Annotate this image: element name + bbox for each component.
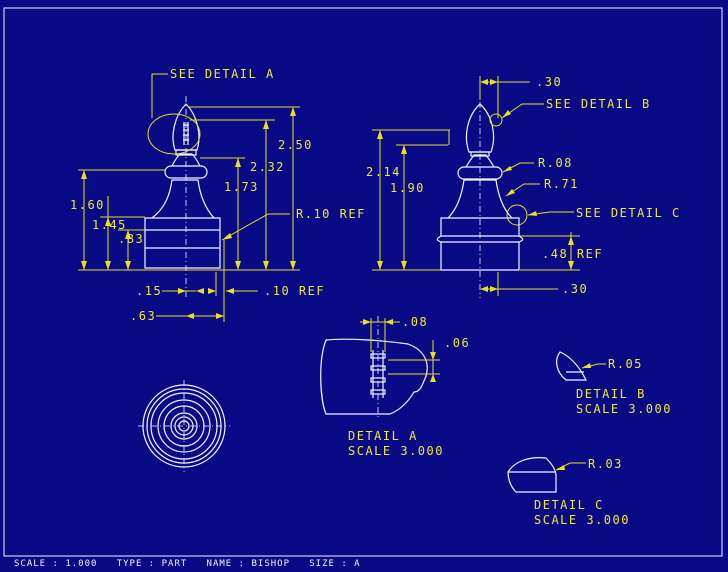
dim-2-14: 2.14 [366, 165, 401, 179]
dim-1-45: 1.45 [92, 218, 127, 232]
dim-2-32: 2.32 [250, 160, 285, 174]
dim-r10-ref: R.10 REF [296, 207, 366, 221]
detail-b-scale: SCALE 3.000 [576, 402, 672, 416]
dim-r71: R.71 [544, 177, 579, 191]
dim-0-63: .63 [130, 309, 156, 323]
detail-c-title: DETAIL C [534, 498, 604, 512]
status-bar: SCALE : 1.000 TYPE : PART NAME : BISHOP … [14, 559, 361, 569]
detail-c: R.03 DETAIL C SCALE 3.000 [507, 457, 630, 527]
dim-2-50: 2.50 [278, 138, 313, 152]
dim-0-15: .15 [136, 284, 162, 298]
side-top-dim: .30 [536, 75, 562, 89]
side-view: .30 SEE DETAIL B R.08 R.71 SEE DETAIL C [366, 75, 681, 298]
front-callout: SEE DETAIL A [170, 67, 275, 81]
detail-b-radius: R.05 [608, 357, 643, 371]
dim-0-08: .08 [402, 315, 428, 329]
dim-1-90: 1.90 [390, 181, 425, 195]
dim-0-06: .06 [444, 336, 470, 350]
callout-detail-b: SEE DETAIL B [546, 97, 651, 111]
front-view: SEE DETAIL A 2.50 2.32 1.73 [70, 67, 366, 323]
detail-a: .08 .06 DETAIL A SCALE 3.000 [320, 315, 470, 458]
detail-c-scale: SCALE 3.000 [534, 513, 630, 527]
dim-1-60: 1.60 [70, 198, 105, 212]
sheet-border [3, 7, 723, 557]
detail-c-radius: R.03 [588, 457, 623, 471]
dim-0-10-ref: .10 REF [264, 284, 325, 298]
dim-48-ref: .48 REF [542, 247, 603, 261]
detail-b-title: DETAIL B [576, 387, 646, 401]
detail-a-scale: SCALE 3.000 [348, 444, 444, 458]
detail-b: R.05 DETAIL B SCALE 3.000 [556, 351, 672, 416]
callout-detail-c: SEE DETAIL C [576, 206, 681, 220]
side-bottom-dim: .30 [562, 282, 588, 296]
detail-a-title: DETAIL A [348, 429, 418, 443]
dim-r08: R.08 [538, 156, 573, 170]
dim-1-73: 1.73 [224, 180, 259, 194]
top-view [138, 380, 230, 472]
dim-0-83: .83 [118, 232, 144, 246]
